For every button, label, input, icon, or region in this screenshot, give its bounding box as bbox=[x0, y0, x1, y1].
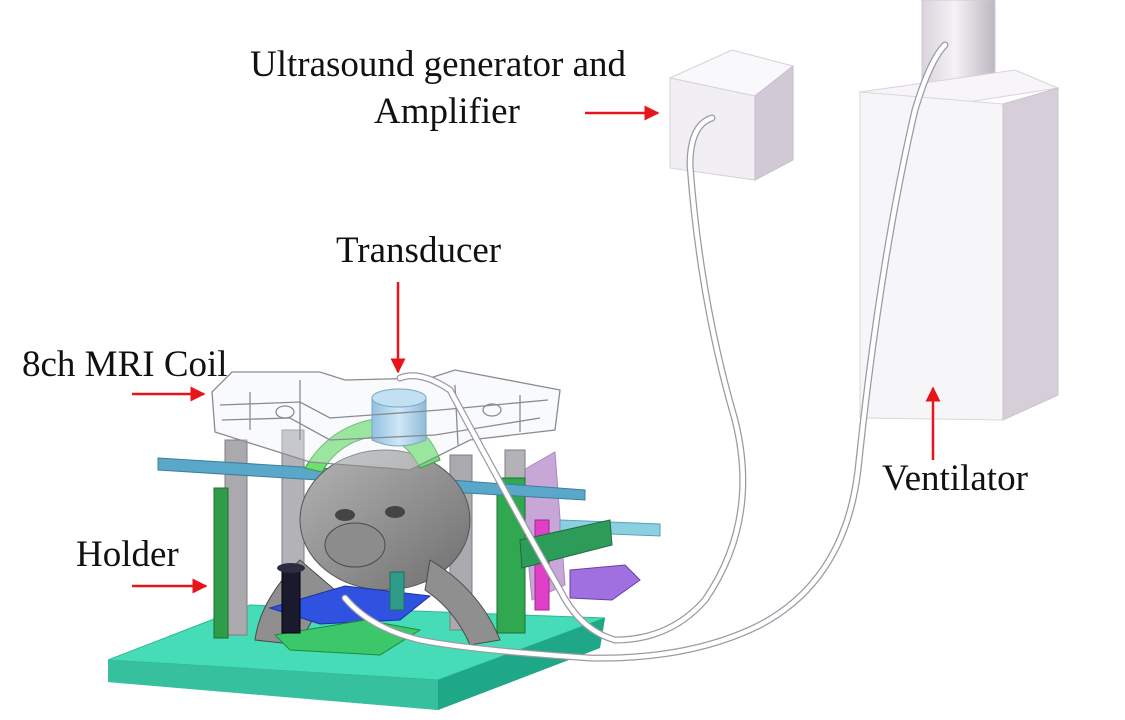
transducer bbox=[371, 388, 427, 447]
transducer-label: Transducer bbox=[336, 230, 502, 271]
annotation-arrows bbox=[132, 105, 941, 594]
generator-label-line2: Amplifier bbox=[374, 91, 520, 132]
generator-label-line1: Ultrasound generator and bbox=[250, 44, 627, 85]
ventilator-unit bbox=[858, 0, 1060, 421]
ventilator-label: Ventilator bbox=[882, 458, 1028, 499]
mri-coil bbox=[211, 369, 561, 471]
ultrasound-generator-box bbox=[668, 49, 795, 181]
holder-frame bbox=[157, 429, 661, 639]
coil-label: 8ch MRI Coil bbox=[22, 344, 228, 385]
holder-label: Holder bbox=[76, 534, 179, 575]
cables bbox=[341, 41, 949, 662]
